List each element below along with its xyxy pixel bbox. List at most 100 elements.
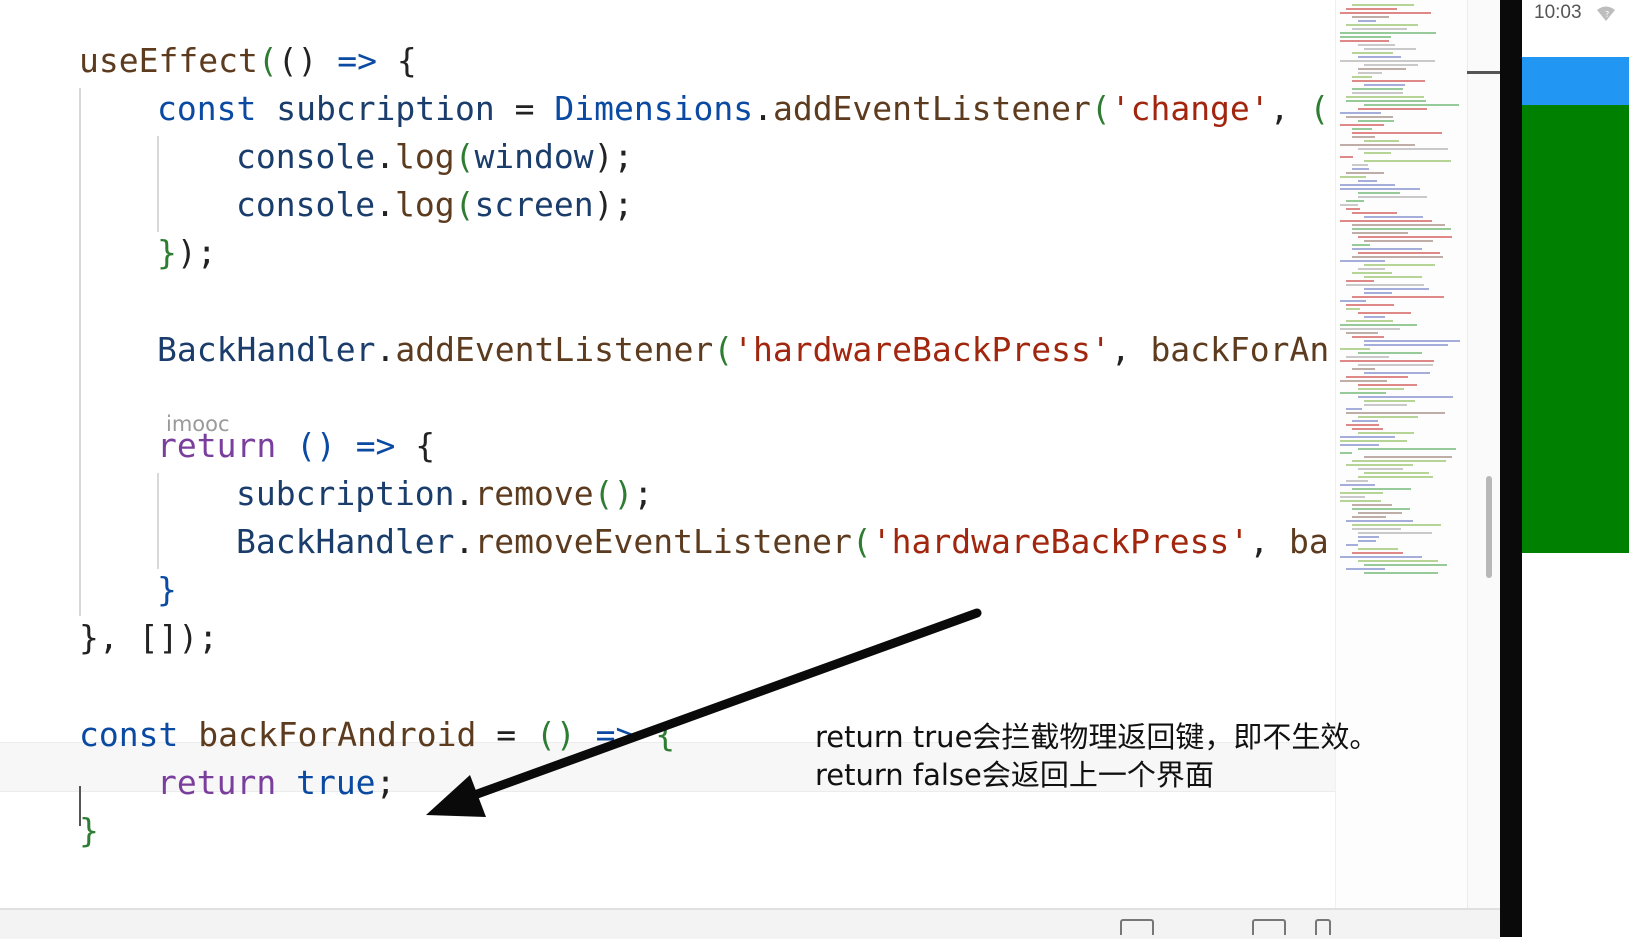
minimap[interactable]	[1335, 0, 1468, 910]
minimap-line	[1358, 108, 1427, 110]
minimap-line	[1358, 476, 1433, 478]
minimap-line	[1340, 328, 1400, 330]
minimap-line	[1352, 80, 1425, 82]
minimap-line	[1364, 292, 1392, 294]
code-line-14[interactable]: }	[79, 811, 99, 850]
minimap-line	[1340, 484, 1375, 486]
minimap-line	[1358, 448, 1456, 450]
minimap-line	[1340, 60, 1435, 62]
minimap-line	[1358, 192, 1400, 194]
minimap-line	[1352, 336, 1384, 338]
minimap-line	[1364, 404, 1407, 406]
minimap-line	[1340, 204, 1358, 206]
minimap-line	[1346, 280, 1374, 282]
minimap-line	[1340, 12, 1431, 14]
minimap-line	[1364, 84, 1405, 86]
minimap-line	[1364, 316, 1385, 318]
minimap-line	[1352, 76, 1372, 78]
code-area[interactable]: useEffect(() => { const subcription = Di…	[0, 0, 1335, 910]
device-bezel	[1500, 0, 1522, 937]
code-editor[interactable]: useEffect(() => { const subcription = Di…	[0, 0, 1500, 910]
minimap-line	[1352, 248, 1422, 250]
layout-icon[interactable]	[1252, 919, 1286, 935]
minimap-line	[1352, 488, 1411, 490]
minimap-line	[1340, 496, 1365, 498]
split-icon[interactable]	[1315, 919, 1331, 935]
code-line-7[interactable]: return () => {	[157, 426, 436, 465]
code-line-13[interactable]: return true;	[157, 763, 396, 802]
minimap-line	[1346, 96, 1424, 98]
minimap-line	[1340, 220, 1432, 222]
code-line-5[interactable]: });	[157, 233, 217, 272]
minimap-line	[1364, 216, 1423, 218]
device-clock: 10:03	[1534, 2, 1582, 23]
minimap-line	[1346, 424, 1379, 426]
minimap-line	[1358, 388, 1404, 390]
minimap-line	[1340, 176, 1366, 178]
code-line-6[interactable]: BackHandler.addEventListener('hardwareBa…	[157, 330, 1330, 369]
minimap-line	[1364, 344, 1448, 346]
minimap-line	[1358, 148, 1448, 150]
code-line-3[interactable]: console.log(window);	[236, 137, 634, 176]
minimap-line	[1364, 152, 1391, 154]
minimap-line	[1352, 368, 1375, 370]
minimap-line	[1364, 572, 1438, 574]
minimap-line	[1346, 100, 1426, 102]
minimap-line	[1346, 24, 1418, 26]
minimap-line	[1352, 244, 1370, 246]
minimap-line	[1346, 464, 1413, 466]
minimap-line	[1340, 380, 1387, 382]
code-line-2[interactable]: const subcription = Dimensions.addEventL…	[157, 89, 1330, 128]
code-line-9[interactable]: BackHandler.removeEventListener('hardwar…	[236, 522, 1329, 561]
minimap-line	[1364, 400, 1415, 402]
svg-text:?: ?	[1605, 10, 1609, 19]
annotation-line-2: return false会返回上一个界面	[815, 758, 1214, 792]
minimap-line	[1358, 68, 1406, 70]
scrollbar-thumb[interactable]	[1486, 476, 1492, 578]
device-simulator-screen[interactable]: 10:03 ?	[1522, 0, 1629, 937]
minimap-line	[1340, 124, 1384, 126]
status-bar-bottom	[0, 908, 1500, 939]
minimap-line	[1346, 208, 1360, 210]
minimap-line	[1340, 324, 1417, 326]
minimap-line	[1340, 444, 1379, 446]
minimap-line	[1364, 140, 1399, 142]
code-line-8[interactable]: subcription.remove();	[236, 474, 654, 513]
app-content-area[interactable]	[1522, 105, 1629, 553]
minimap-line	[1358, 44, 1395, 46]
minimap-line	[1358, 196, 1427, 198]
minimap-line	[1352, 224, 1445, 226]
minimap-line	[1352, 460, 1446, 462]
code-line-11[interactable]: }, []);	[79, 618, 219, 657]
minimap-line	[1352, 52, 1393, 54]
minimap-line	[1352, 272, 1392, 274]
minimap-line	[1346, 320, 1393, 322]
device-status-bar: 10:03 ?	[1522, 0, 1629, 57]
minimap-line	[1340, 452, 1352, 454]
minimap-line	[1364, 456, 1452, 458]
minimap-line	[1358, 56, 1401, 58]
code-line-12[interactable]: const backForAndroid = () => {	[79, 715, 676, 754]
indent-guide	[79, 786, 81, 826]
minimap-line	[1346, 356, 1389, 358]
minimap-line	[1352, 164, 1368, 166]
code-line-10[interactable]: }	[157, 570, 177, 609]
minimap-line	[1358, 236, 1452, 238]
minimap-line	[1346, 480, 1368, 482]
minimap-line	[1364, 240, 1433, 242]
minimap-line	[1364, 472, 1429, 474]
vertical-scrollbar[interactable]	[1467, 0, 1500, 910]
minimap-line	[1346, 332, 1378, 334]
panel-icon[interactable]	[1120, 919, 1154, 935]
minimap-line	[1346, 8, 1397, 10]
wifi-icon: ?	[1597, 6, 1615, 21]
minimap-line	[1358, 352, 1422, 354]
code-line-1[interactable]: useEffect(() => {	[79, 41, 417, 80]
minimap-line	[1352, 420, 1378, 422]
code-line-4[interactable]: console.log(screen);	[236, 185, 634, 224]
codelens-author[interactable]: imooc	[166, 412, 230, 436]
minimap-line	[1364, 288, 1429, 290]
minimap-line	[1340, 300, 1366, 302]
minimap-line	[1352, 516, 1386, 518]
minimap-line	[1346, 408, 1362, 410]
